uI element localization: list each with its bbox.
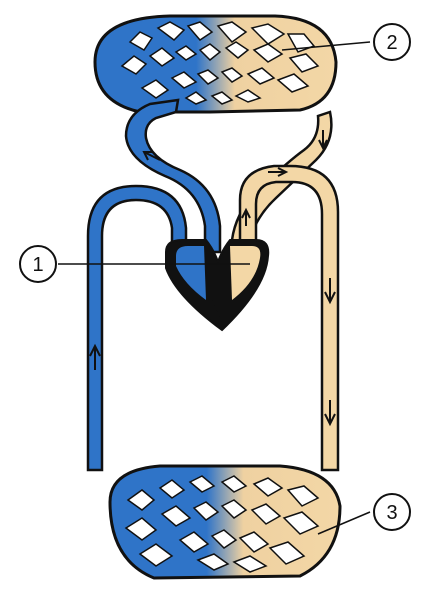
- heart: [166, 240, 268, 330]
- callout-2: 2: [374, 24, 410, 60]
- pulmonary-capillary-bed: [95, 16, 336, 112]
- callout-1: 1: [20, 246, 56, 282]
- callout-2-label: 2: [386, 32, 397, 54]
- callout-3-label: 3: [386, 502, 397, 524]
- callout-1-label: 1: [32, 254, 43, 276]
- callout-3: 3: [374, 494, 410, 530]
- vena-cava-loop: [88, 186, 186, 470]
- systemic-capillary-bed: [110, 466, 340, 578]
- aorta-loop: [240, 166, 338, 470]
